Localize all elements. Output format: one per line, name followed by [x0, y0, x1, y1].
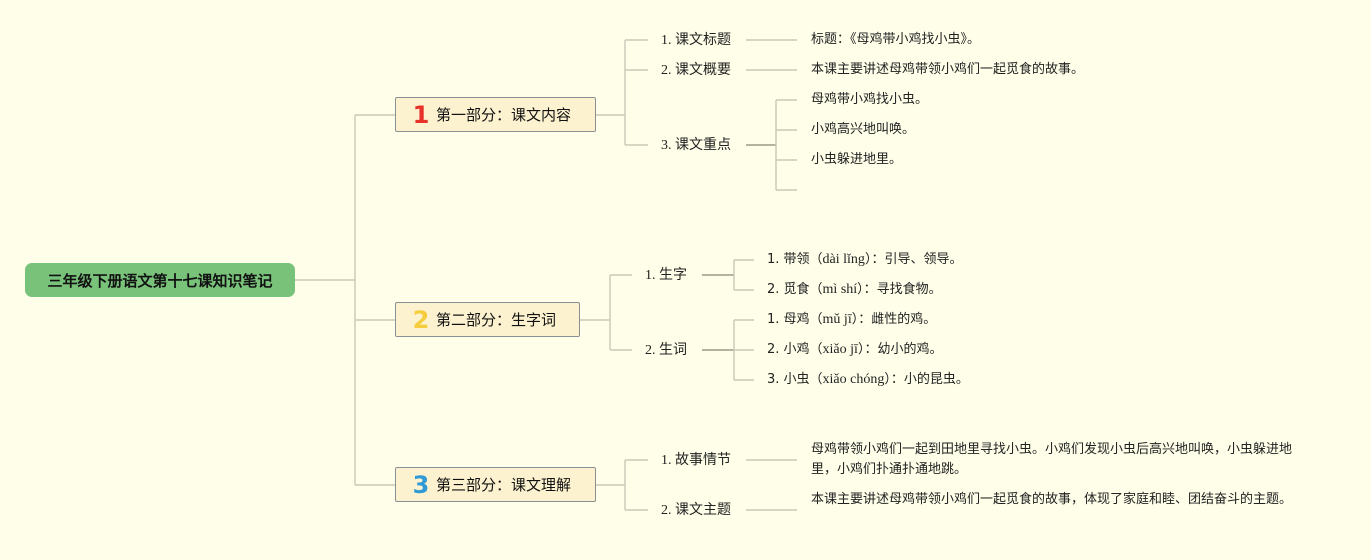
leaf-word-3: 3. 小虫（xiǎo chóng）：小的昆虫。: [767, 372, 969, 387]
leaf-char-1: 1. 带领（dài lǐng）：引导、领导。: [767, 252, 963, 267]
leaf-keypoint-1: 母鸡带小鸡找小虫。: [811, 92, 929, 107]
leaf-lesson-theme: 本课主要讲述母鸡带领小鸡们一起觅食的故事，体现了家庭和睦、团结奋斗的主题。: [811, 492, 1293, 507]
section-3-node[interactable]: 3 第三部分：课文理解: [395, 467, 596, 502]
pinyin: xiǎo chóng: [822, 372, 885, 387]
topic-lesson-title[interactable]: 1. 课文标题: [661, 33, 731, 48]
leaf-keypoint-3: 小虫躲进地里。: [811, 152, 903, 167]
leaf-keypoint-2: 小鸡高兴地叫唤。: [811, 122, 916, 137]
leaf-char-2: 2. 觅食（mì shí）：寻找食物。: [767, 282, 942, 297]
root-title: 三年级下册语文第十七课知识笔记: [47, 271, 273, 290]
number-1-icon: 1: [412, 100, 430, 129]
leaf-word-1: 1. 母鸡（mǔ jī）：雌性的鸡。: [767, 312, 937, 327]
leaf-title: 标题：《母鸡带小鸡找小虫》。: [811, 32, 981, 47]
root-node[interactable]: 三年级下册语文第十七课知识笔记: [25, 263, 295, 297]
pinyin: mì shí: [822, 282, 858, 297]
topic-new-words[interactable]: 2. 生词: [645, 343, 687, 358]
section-2-label: 第二部分：生字词: [436, 311, 557, 329]
leaf-word-2: 2. 小鸡（xiǎo jī）：幼小的鸡。: [767, 342, 943, 357]
section-1-node[interactable]: 1 第一部分：课文内容: [395, 97, 596, 132]
section-2-node[interactable]: 2 第二部分：生字词: [395, 302, 580, 337]
topic-new-characters[interactable]: 1. 生字: [645, 268, 687, 283]
pinyin: dài lǐng: [822, 252, 865, 267]
pinyin: xiǎo jī: [822, 342, 858, 357]
topic-lesson-keypoints[interactable]: 3. 课文重点: [661, 138, 731, 153]
number-2-icon: 2: [412, 305, 430, 334]
section-1-label: 第一部分：课文内容: [436, 106, 572, 124]
section-3-label: 第三部分：课文理解: [436, 476, 572, 494]
topic-lesson-theme[interactable]: 2. 课文主题: [661, 503, 731, 518]
leaf-summary: 本课主要讲述母鸡带领小鸡们一起觅食的故事。: [811, 62, 1085, 77]
topic-lesson-summary[interactable]: 2. 课文概要: [661, 63, 731, 78]
number-3-icon: 3: [412, 470, 430, 499]
leaf-story-plot: 母鸡带领小鸡们一起到田地里寻找小虫。小鸡们发现小虫后高兴地叫唤，小虫躲进地里，小…: [811, 442, 1293, 477]
pinyin: mǔ jī: [822, 312, 852, 327]
topic-story-plot[interactable]: 1. 故事情节: [661, 453, 731, 468]
